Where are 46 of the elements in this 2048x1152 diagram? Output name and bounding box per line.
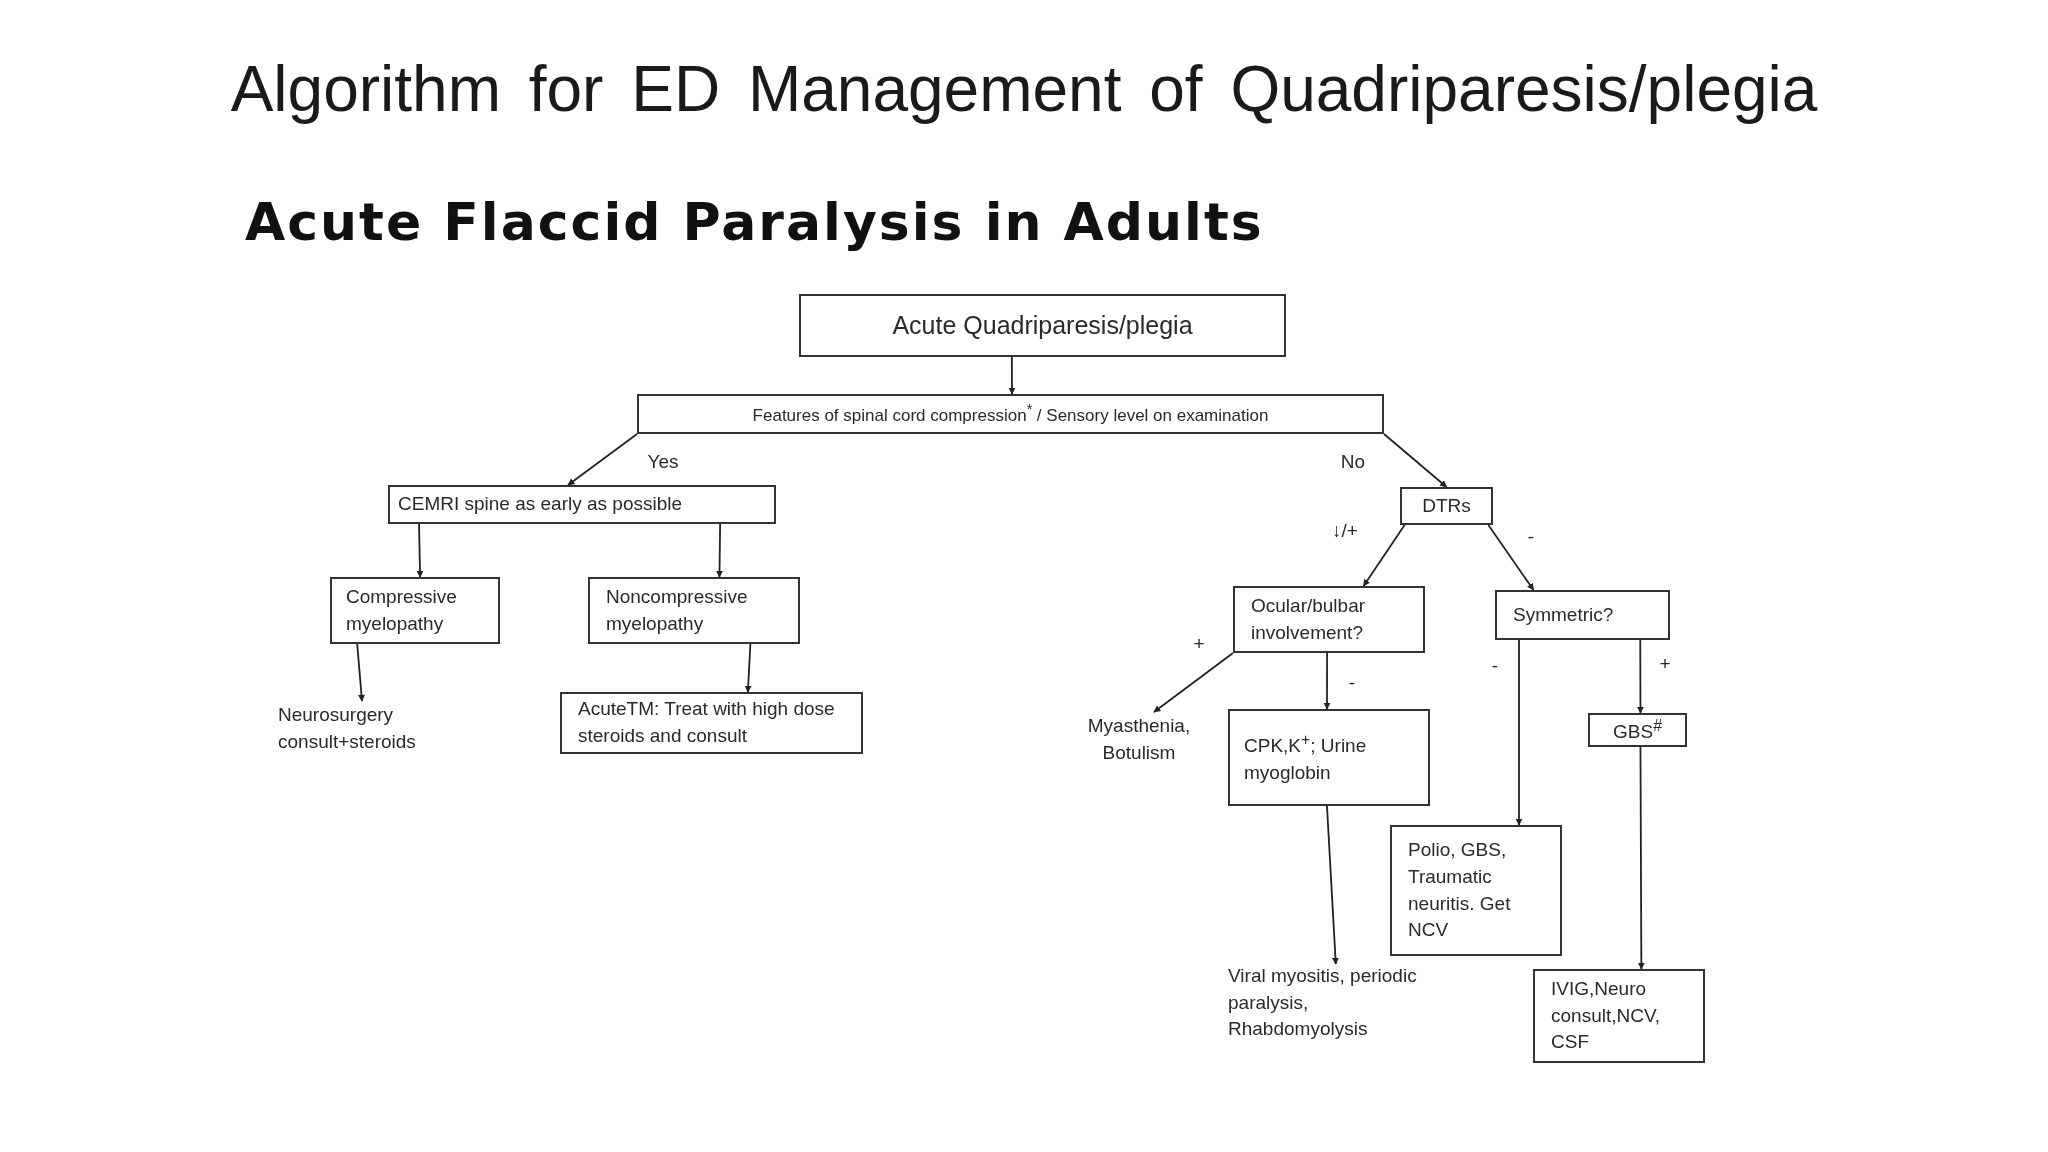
box-label: Polio, GBS, Traumatic neuritis. Get NCV (1408, 838, 1512, 943)
box-label: Ocular/bulbar involvement? (1251, 593, 1367, 645)
arrow (416, 523, 424, 578)
arrow (744, 643, 752, 693)
process-box (330, 577, 500, 644)
chart-heading: Acute Flaccid Paralysis in Adults (245, 192, 1264, 252)
box-label: GBS$^{#}$ (1613, 715, 1662, 744)
arrow (1153, 652, 1234, 713)
arrow (1636, 639, 1644, 714)
box-label: IVIG,Neuro consult,NCV, CSF (1551, 977, 1662, 1055)
arrow (1326, 805, 1339, 965)
arrow (1487, 524, 1535, 591)
box-label: CEMRI spine as early as possible (398, 492, 683, 517)
arrow (1515, 639, 1523, 826)
outcome-text: Myasthenia, Botulism (1064, 712, 1214, 768)
process-box (637, 394, 1384, 434)
process-box (1400, 487, 1493, 525)
arrow (1008, 356, 1016, 395)
process-box (1495, 590, 1670, 640)
box-label: Compressive myelopathy (346, 584, 458, 636)
box-label: Features of spinal cord compression$^{*}$ / Sensory level on examination (752, 400, 1269, 427)
arrow (1383, 433, 1448, 488)
arrow (567, 433, 638, 486)
outcome-text: Neurosurgery consult+steroids (278, 701, 478, 757)
box-label: Noncompressive myelopathy (606, 584, 749, 636)
box-label: Symmetric? (1513, 602, 1614, 627)
process-box (1390, 825, 1562, 956)
process-box (1228, 709, 1430, 806)
process-box (1588, 713, 1687, 747)
process-box (1233, 586, 1425, 653)
process-box (560, 692, 863, 754)
arrow (716, 523, 723, 578)
arrow (356, 643, 365, 702)
process-box (588, 577, 800, 644)
process-box (388, 485, 776, 524)
box-label: DTRs (1422, 493, 1471, 518)
box-label: CPK,K$^{+}$; Urine myoglobin (1244, 729, 1368, 785)
box-label: Acute Quadriparesis/plegia (892, 310, 1193, 341)
page-title: Algorithm for ED Management of Quadriparesis/plegia (229, 52, 1819, 126)
process-box (1533, 969, 1705, 1063)
outcome-text: Viral myositis, periodic paralysis, Rhabdomyolysis (1228, 964, 1448, 1042)
box-label: AcuteTM: Treat with high dose steroids and consult (578, 697, 836, 748)
arrow (1323, 652, 1331, 710)
arrow (1362, 524, 1406, 587)
process-box (799, 294, 1286, 357)
arrow (1637, 746, 1645, 970)
